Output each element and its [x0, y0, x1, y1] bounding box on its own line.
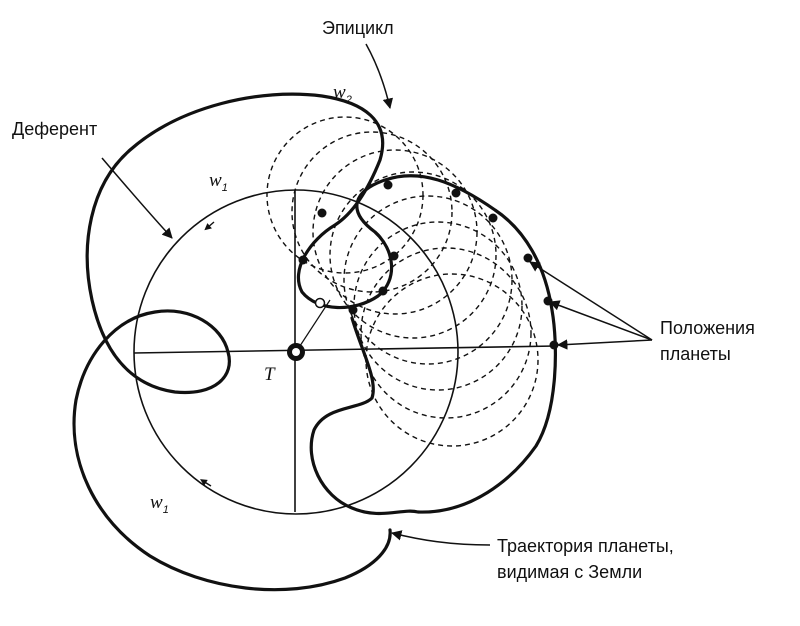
epicycle-circle [360, 247, 532, 419]
epicycle-circle [329, 171, 497, 339]
trajectory-label-line1: Траектория планеты, [497, 536, 674, 556]
planet-dot [317, 208, 327, 218]
radius-line [295, 299, 331, 353]
pointer-lines [101, 43, 653, 546]
axes [133, 190, 557, 512]
positions-pointer-2 [549, 300, 653, 341]
planet-dot [451, 188, 461, 198]
planet-dot [543, 296, 553, 306]
epicycle-circle [353, 221, 523, 391]
w1-label-bottom: w1 [150, 492, 169, 516]
w2-label: w2 [333, 82, 352, 106]
deferent-circle [133, 189, 459, 515]
positions-pointer-1 [529, 261, 653, 341]
planet-dot [298, 255, 308, 265]
planet-dot [523, 253, 533, 263]
epicycle-circle [266, 116, 424, 274]
planet-dot [383, 180, 393, 190]
epicycle-label: Эпицикл [322, 18, 394, 38]
deferent-arrow-bottom [200, 479, 212, 487]
earth-center [292, 348, 300, 356]
epicycle-circle [365, 273, 539, 447]
deferent-pointer [101, 157, 173, 239]
earth-label: T [264, 364, 276, 385]
positions-label-line2: планеты [660, 344, 731, 364]
deferent-label: Деферент [12, 119, 97, 139]
trajectory-label-line2: видимая с Земли [497, 562, 642, 582]
positions-pointer-3 [556, 339, 653, 350]
planet-dot [348, 305, 358, 315]
planet-dot [488, 213, 498, 223]
epicycle-circles [266, 116, 539, 447]
positions-label-line1: Положения [660, 318, 755, 338]
planet-dot [314, 297, 326, 309]
epicycle-circle [343, 195, 513, 365]
planet-trajectory [72, 92, 558, 592]
planet-positions [298, 180, 559, 350]
deferent-arrow-top [204, 221, 215, 231]
w1-label-top: w1 [209, 170, 228, 194]
trajectory-pointer [390, 530, 491, 546]
planet-dot [549, 340, 559, 350]
planet-dot [389, 251, 399, 261]
epicycle-circle [291, 131, 453, 293]
planet-dot [378, 286, 388, 296]
epicycle-pointer [365, 43, 393, 110]
